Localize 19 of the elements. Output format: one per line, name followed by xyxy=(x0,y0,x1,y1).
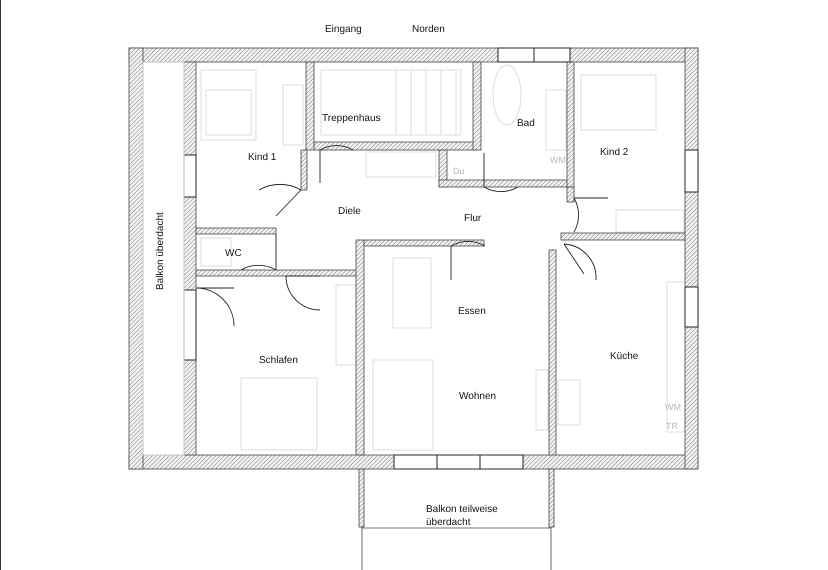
room-label: WM xyxy=(665,402,681,414)
room-label: Bad xyxy=(517,117,535,130)
room-label: WM xyxy=(550,155,566,167)
room-label: Eingang xyxy=(325,23,362,36)
room-label: Treppenhaus xyxy=(322,112,381,125)
room-label: Balkon teilweise überdacht xyxy=(426,503,499,529)
room-label: Flur xyxy=(464,212,482,225)
room-label: Kind 1 xyxy=(248,151,276,164)
room-label: Küche xyxy=(610,350,638,363)
room-label: Balkon überdacht xyxy=(154,212,167,290)
room-label: Wohnen xyxy=(459,390,496,403)
room-label: Norden xyxy=(412,23,445,36)
room-label: WC xyxy=(225,247,242,260)
room-label: Essen xyxy=(458,305,486,318)
room-label: Diele xyxy=(338,205,361,218)
room-label: Kind 2 xyxy=(600,146,628,159)
room-label: TR xyxy=(666,421,678,433)
room-label: Du xyxy=(453,166,465,178)
room-label: Schlafen xyxy=(259,354,298,367)
